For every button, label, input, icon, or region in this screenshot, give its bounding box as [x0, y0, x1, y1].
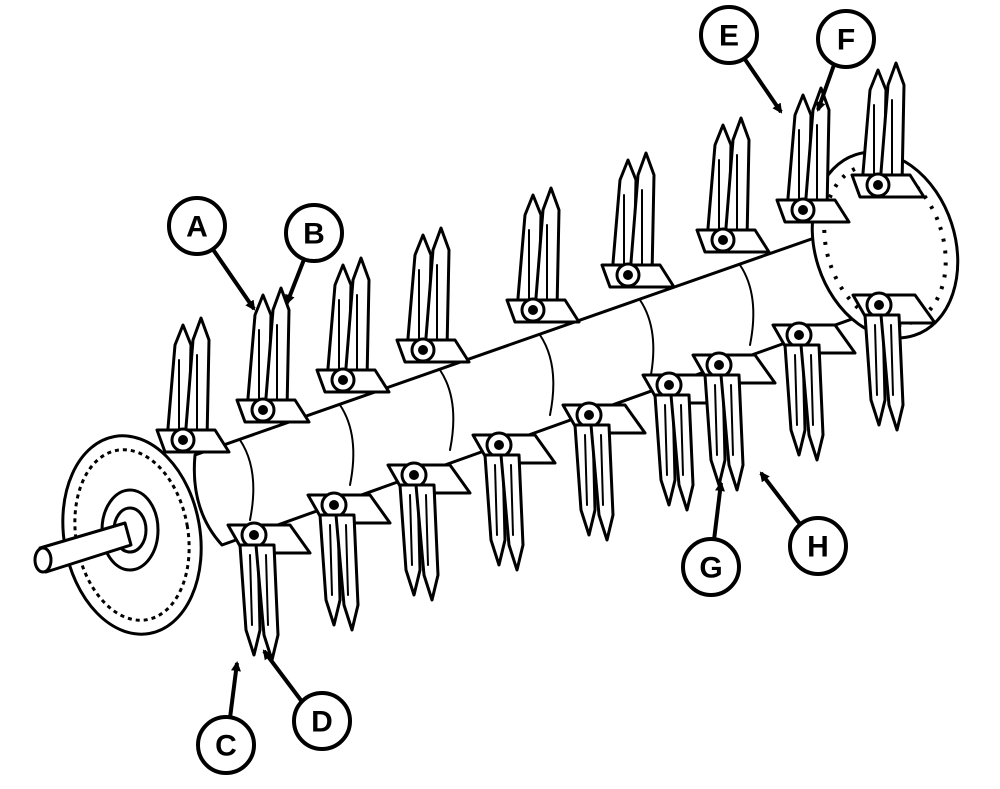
- leader-arrows: [210, 53, 837, 719]
- callout-b-label: B: [303, 218, 325, 251]
- callout-f-label: F: [837, 24, 855, 57]
- callout-d-label: D: [311, 706, 333, 739]
- callout-h-label: H: [807, 531, 829, 564]
- callout-c: C: [196, 715, 256, 775]
- callout-d: D: [292, 691, 352, 751]
- callout-g-label: G: [699, 552, 722, 585]
- callout-c-label: C: [215, 730, 237, 763]
- callout-b: B: [284, 203, 344, 263]
- callout-f: F: [816, 9, 876, 69]
- callout-h: H: [788, 516, 848, 576]
- callout-e-label: E: [719, 20, 739, 53]
- callout-g: G: [681, 537, 741, 597]
- drive-shaft: [33, 521, 133, 574]
- callout-a-label: A: [186, 211, 208, 244]
- callout-a: A: [167, 196, 227, 256]
- callout-e: E: [699, 5, 759, 65]
- left-end-plate: [61, 434, 203, 636]
